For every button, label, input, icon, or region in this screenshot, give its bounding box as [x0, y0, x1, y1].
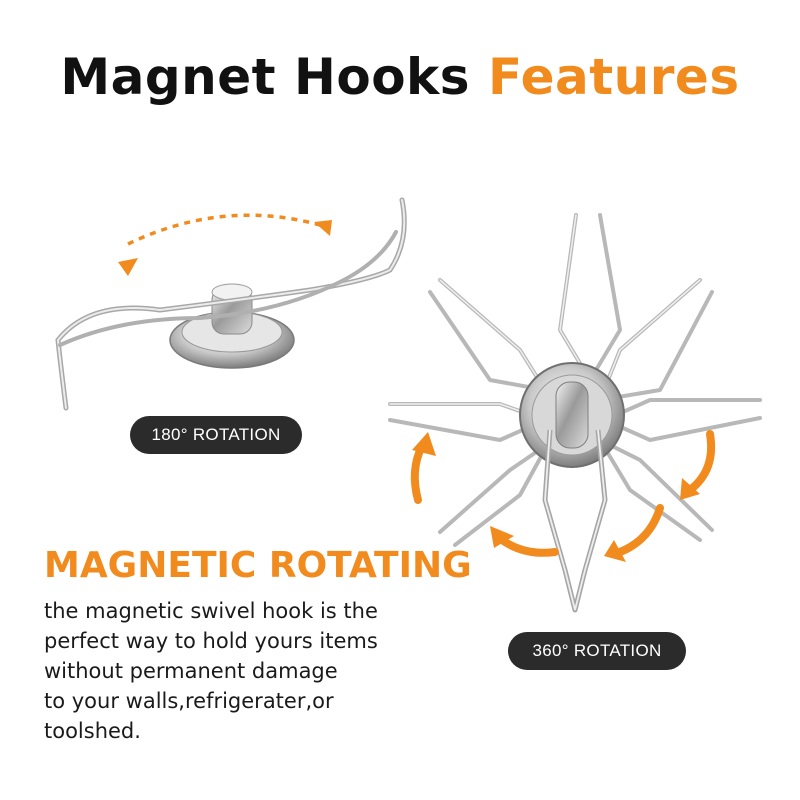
swivel-post-360 — [555, 381, 589, 449]
title-main: Magnet Hooks — [60, 48, 471, 106]
rotation-arrow-icon — [410, 430, 716, 562]
hook-wire-front — [58, 230, 398, 347]
feature-description: the magnetic swivel hook is the perfect … — [44, 596, 474, 746]
arrow-left-icon — [118, 258, 138, 276]
description-line: perfect way to hold yours items — [44, 629, 378, 653]
title-accent: Features — [487, 48, 740, 106]
feature-heading: MAGNETIC ROTATING — [44, 545, 472, 586]
swivel-hook-360-illustration — [388, 213, 762, 613]
swivel-hook-180-illustration — [55, 197, 407, 411]
dashed-rotation-arc — [127, 213, 331, 246]
description-line: to your walls,refrigerater,or — [44, 689, 334, 713]
description-line: without permanent damage — [44, 659, 338, 683]
description-line: toolshed. — [44, 719, 141, 743]
page-title: Magnet Hooks Features — [0, 52, 800, 102]
badge-180-rotation: 180° ROTATION — [130, 416, 302, 454]
badge-360-rotation: 360° ROTATION — [508, 632, 686, 670]
arrow-right-icon — [314, 220, 332, 236]
description-line: the magnetic swivel hook is the — [44, 599, 378, 623]
